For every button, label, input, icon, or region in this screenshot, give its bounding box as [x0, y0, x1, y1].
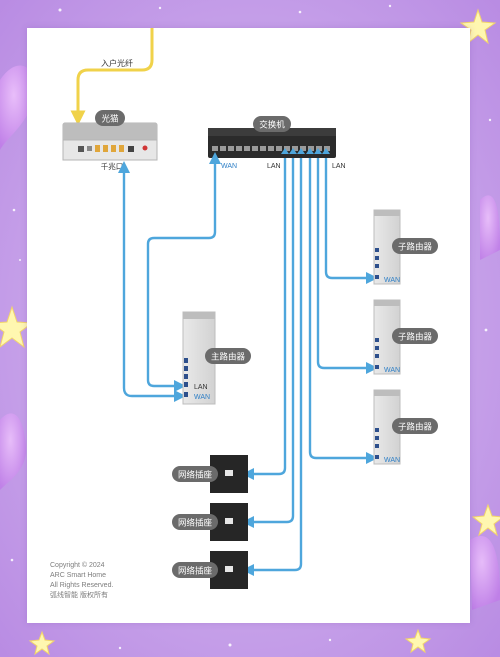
- arrow-icon: [289, 148, 297, 154]
- switch-wan-label: WAN: [221, 163, 237, 170]
- fiber-label: 入户光纤: [101, 58, 133, 68]
- switch-lan-label-1: LAN: [267, 163, 281, 170]
- network-outlet-1: 网络插座: [172, 455, 248, 493]
- heart-icon: [480, 195, 500, 260]
- ethernet-port-icon: [225, 566, 233, 572]
- cable-switch-to-sub-router-3: [308, 158, 378, 464]
- copyright-line: ARC Smart Home: [50, 572, 107, 579]
- modem-label: 光猫: [101, 114, 119, 124]
- cable-switch-to-sub-router-2: [316, 158, 378, 374]
- copyright-line: Copyright © 2024: [50, 562, 105, 569]
- switch-lan-label-2: LAN: [332, 163, 346, 170]
- sub-router-1-wan-label: WAN: [384, 277, 400, 284]
- sub-router-3: 子路由器 WAN: [373, 389, 438, 465]
- arrow-icon: [306, 148, 314, 154]
- network-outlet-3: 网络插座: [172, 551, 248, 589]
- outlet-2-label: 网络插座: [178, 518, 213, 528]
- main-router-label: 主路由器: [211, 352, 246, 362]
- sub-router-2-wan-label: WAN: [384, 367, 400, 374]
- cable-switch-to-outlet-3: [242, 158, 303, 576]
- star-icon: [459, 8, 497, 45]
- arrow-icon: [322, 148, 330, 154]
- star-icon: [471, 503, 500, 537]
- heart-icon: [0, 413, 26, 490]
- switch-label: 交换机: [259, 120, 285, 130]
- network-switch: 交换机 WAN LAN LAN: [208, 116, 346, 170]
- cable-modem-to-main-router: [118, 161, 186, 402]
- ethernet-port-icon: [212, 146, 330, 151]
- modem-port-label: 千兆口: [101, 161, 124, 171]
- cable-switch-to-main-router: [146, 152, 221, 392]
- sub-router-3-wan-label: WAN: [384, 457, 400, 464]
- copyright-line: 弧线智能 版权所有: [50, 592, 108, 599]
- arrow-icon: [281, 148, 289, 154]
- heart-icon: [470, 535, 500, 610]
- cable-switch-to-sub-router-1: [324, 158, 378, 284]
- optical-modem: 光猫 千兆口: [62, 110, 158, 171]
- copyright-line: All Rights Reserved.: [50, 582, 114, 589]
- sub-router-1-label: 子路由器: [398, 242, 433, 252]
- cable-switch-to-outlet-1: [242, 158, 287, 480]
- main-router: 主路由器 LAN WAN: [182, 311, 251, 405]
- sub-router-3-label: 子路由器: [398, 422, 433, 432]
- main-router-wan-label: WAN: [194, 394, 210, 401]
- arrow-icon: [314, 148, 322, 154]
- outlet-1-label: 网络插座: [178, 470, 213, 480]
- ethernet-port-icon: [225, 470, 233, 476]
- sub-router-1: 子路由器 WAN: [373, 209, 438, 285]
- star-icon: [28, 630, 56, 656]
- main-router-lan-label: LAN: [194, 384, 208, 391]
- copyright-block: Copyright © 2024 ARC Smart Home All Righ…: [50, 561, 190, 601]
- arrow-icon: [297, 148, 305, 154]
- star-icon: [404, 628, 432, 654]
- heart-icon: [0, 65, 35, 150]
- fiber-cable: [70, 28, 154, 126]
- outlet-3-label: 网络插座: [178, 566, 213, 576]
- ethernet-port-icon: [78, 145, 148, 152]
- sub-router-2: 子路由器 WAN: [373, 299, 438, 375]
- sub-router-2-label: 子路由器: [398, 332, 433, 342]
- cable-switch-to-outlet-2: [242, 158, 295, 528]
- ethernet-port-icon: [225, 518, 233, 524]
- network-outlet-2: 网络插座: [172, 503, 248, 541]
